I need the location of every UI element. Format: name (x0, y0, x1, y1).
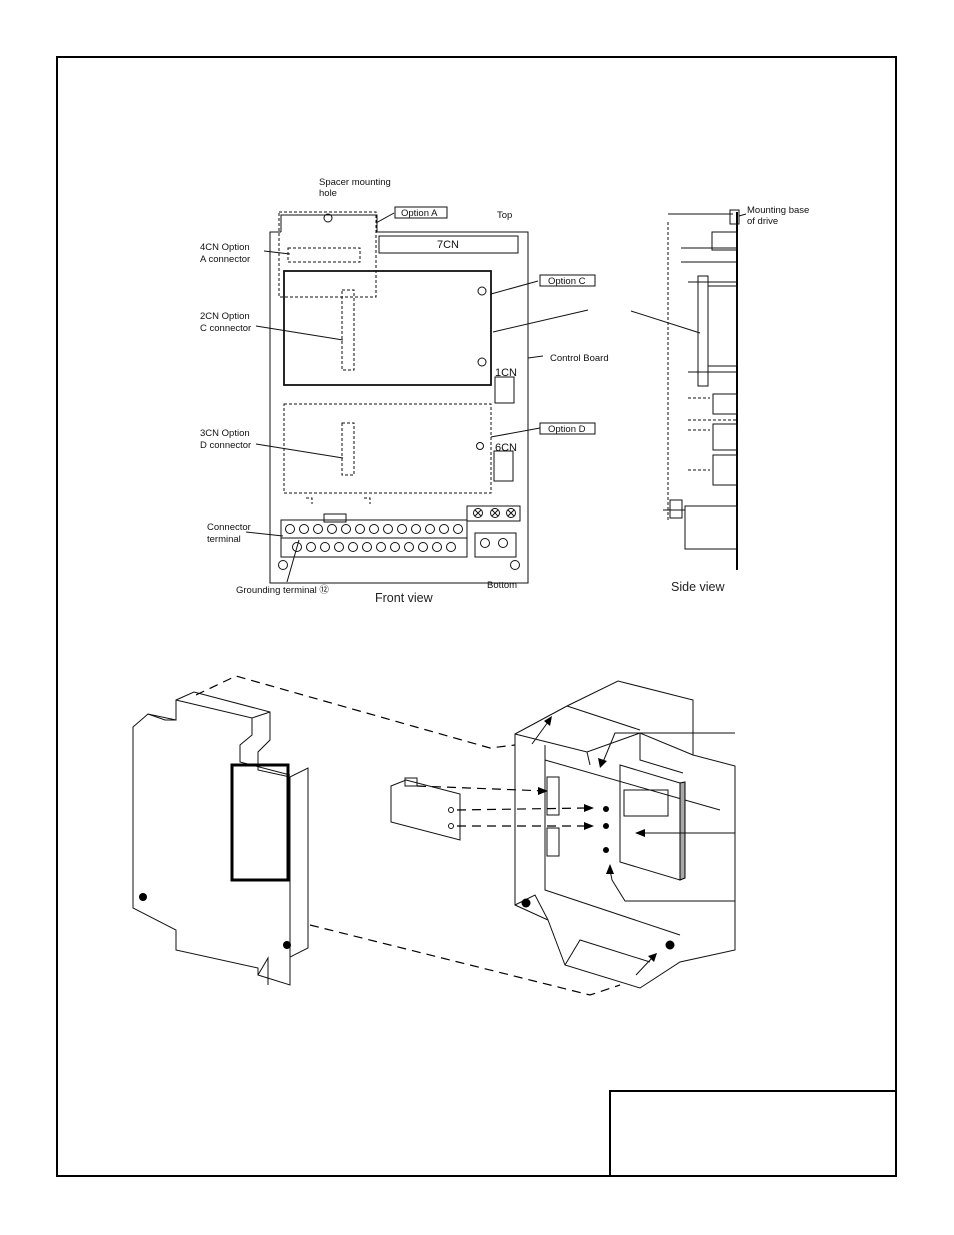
label-7cn: 7CN (437, 239, 459, 251)
label-grounding-terminal: Grounding terminal ⑫ (236, 585, 329, 596)
label-4cn-1: 4CN Option (200, 242, 250, 253)
front-cover (132, 691, 309, 986)
label-control-board: Control Board (550, 353, 609, 364)
right-terminal-screws-top (473, 508, 516, 518)
connector-7cn (378, 235, 519, 254)
connector-1cn (494, 376, 515, 404)
drive-unit (514, 680, 736, 989)
connector-6cn (493, 450, 514, 482)
projection-line-top (195, 675, 516, 749)
option-d-board (283, 403, 492, 494)
label-spacer-hole-1: Spacer mounting (319, 177, 391, 188)
label-option-d: Option D (548, 424, 586, 435)
label-option-a: Option A (401, 208, 438, 219)
label-3cn-1: 3CN Option (200, 428, 250, 439)
label-3cn-2: D connector (200, 440, 251, 451)
label-connector-terminal-1: Connector (207, 522, 251, 533)
front-view-diagram (245, 206, 596, 584)
label-2cn-2: C connector (200, 323, 251, 334)
front-view-caption: Front view (375, 591, 434, 605)
label-spacer-hole-2: hole (319, 188, 337, 199)
title-block (609, 1090, 896, 1176)
label-2cn-1: 2CN Option (200, 311, 250, 322)
label-bottom: Bottom (487, 580, 517, 591)
spacer-hole (323, 213, 333, 223)
option-c-board (283, 270, 492, 386)
cover-window (230, 763, 290, 882)
option-card (390, 777, 587, 841)
terminal-screws-bottom-row (292, 542, 456, 552)
projection-line-bottom (309, 924, 621, 996)
label-1cn: 1CN (495, 367, 517, 379)
side-view-caption: Side view (671, 580, 725, 594)
label-option-c: Option C (548, 276, 586, 287)
label-connector-terminal-2: terminal (207, 534, 241, 545)
label-6cn: 6CN (495, 442, 517, 454)
page-border (56, 56, 897, 1177)
terminal-screws-top-row (285, 524, 463, 534)
side-view-diagram (630, 209, 747, 570)
label-4cn-2: A connector (200, 254, 250, 265)
label-mounting-base-2: of drive (747, 216, 778, 227)
label-mounting-base-1: Mounting base (747, 205, 809, 216)
label-top: Top (497, 210, 512, 221)
